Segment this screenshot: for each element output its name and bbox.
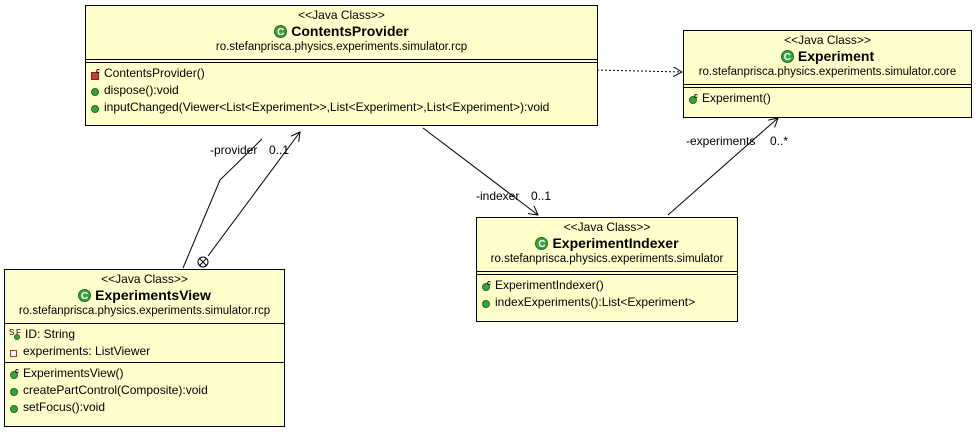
class-icon: C xyxy=(78,289,92,302)
class-name-label: ExperimentsView xyxy=(95,287,211,303)
indexer-association-line xyxy=(422,127,538,215)
compartment-divider xyxy=(86,59,597,63)
method-label: dispose():void xyxy=(104,83,179,97)
method-label: inputChanged(Viewer<List<Experiment>>,Li… xyxy=(104,100,550,114)
provider-association-line xyxy=(182,138,263,269)
class-name-label: ExperimentIndexer xyxy=(552,235,679,251)
public-method-icon xyxy=(90,85,102,97)
class-icon: C xyxy=(780,50,794,63)
package-label: ro.stefanprisca.physics.experiments.simu… xyxy=(215,41,468,53)
method-row: indexExperiments():List<Experiment> xyxy=(481,294,737,311)
method-label: ExperimentIndexer() xyxy=(495,278,604,292)
dependency-line xyxy=(596,70,682,72)
class-experiment[interactable]: <<Java Class>> C Experiment ro.stefanpri… xyxy=(683,30,972,118)
public-method-icon xyxy=(90,102,102,114)
class-header: <<Java Class>> C Experiment ro.stefanpri… xyxy=(684,31,971,80)
method-label: Experiment() xyxy=(702,91,771,105)
method-label: ExperimentsView() xyxy=(23,366,124,380)
field-label: experiments: ListViewer xyxy=(23,344,151,358)
private-field-icon xyxy=(9,346,21,358)
public-constructor-icon: c xyxy=(9,368,21,380)
stereotype-label: <<Java Class>> xyxy=(563,220,651,234)
public-method-icon xyxy=(481,297,493,309)
class-contents-provider[interactable]: <<Java Class>> C ContentsProvider ro.ste… xyxy=(85,5,598,126)
field-row: experiments: ListViewer xyxy=(9,343,284,360)
package-label: ro.stefanprisca.physics.experiments.simu… xyxy=(18,305,271,317)
method-label: ContentsProvider() xyxy=(104,66,205,80)
class-name: C Experiment xyxy=(684,48,971,65)
stereotype-label: <<Java Class>> xyxy=(784,33,871,47)
stereotype-label: <<Java Class>> xyxy=(101,272,188,286)
class-header: <<Java Class>> C ExperimentsView ro.stef… xyxy=(5,270,284,319)
public-constructor-icon: c xyxy=(688,93,700,105)
class-name-label: Experiment xyxy=(797,48,875,64)
class-experiment-indexer[interactable]: <<Java Class>> C ExperimentIndexer ro.st… xyxy=(476,217,738,322)
method-row: inputChanged(Viewer<List<Experiment>>,Li… xyxy=(90,99,597,116)
class-name: C ExperimentIndexer xyxy=(477,235,737,252)
method-label: createPartControl(Composite):void xyxy=(23,383,208,397)
method-row: setFocus():void xyxy=(9,399,284,416)
indexer-multiplicity-label: 0..1 xyxy=(531,189,552,203)
method-label: indexExperiments():List<Experiment> xyxy=(495,295,696,309)
class-icon: C xyxy=(274,25,288,38)
experiments-role-label: -experiments xyxy=(686,134,756,148)
provider-role-label: -provider xyxy=(210,143,258,157)
public-method-icon xyxy=(9,385,21,397)
class-icon: C xyxy=(535,237,549,250)
compartment-divider xyxy=(5,323,284,324)
class-header: <<Java Class>> C ExperimentIndexer ro.st… xyxy=(477,218,737,267)
compartment-divider xyxy=(5,362,284,363)
private-constructor-icon: c xyxy=(90,68,102,80)
provider-navigable-line xyxy=(207,132,300,257)
indexer-role-label: -indexer xyxy=(476,189,520,203)
class-experiments-view[interactable]: <<Java Class>> C ExperimentsView ro.stef… xyxy=(4,269,285,427)
experiments-association-line xyxy=(667,118,778,216)
class-name: C ExperimentsView xyxy=(5,287,284,304)
method-row: dispose():void xyxy=(90,82,597,99)
method-label: setFocus():void xyxy=(23,400,106,414)
public-method-icon xyxy=(9,402,21,414)
provider-multiplicity-label: 0..1 xyxy=(269,143,290,157)
class-name-label: ContentsProvider xyxy=(291,23,409,39)
compartment-divider xyxy=(684,84,971,88)
class-name: C ContentsProvider xyxy=(86,23,597,40)
experiments-multiplicity-label: 0..* xyxy=(770,134,789,148)
package-label: ro.stefanprisca.physics.experiments.simu… xyxy=(698,66,957,78)
package-label: ro.stefanprisca.physics.experiments.simu… xyxy=(490,253,724,265)
compartment-divider xyxy=(477,271,737,275)
stereotype-label: <<Java Class>> xyxy=(298,8,385,22)
class-header: <<Java Class>> C ContentsProvider ro.ste… xyxy=(86,6,597,55)
field-label: ID: String xyxy=(25,327,76,341)
method-row: createPartControl(Composite):void xyxy=(9,382,284,399)
public-constructor-icon: c xyxy=(481,280,493,292)
